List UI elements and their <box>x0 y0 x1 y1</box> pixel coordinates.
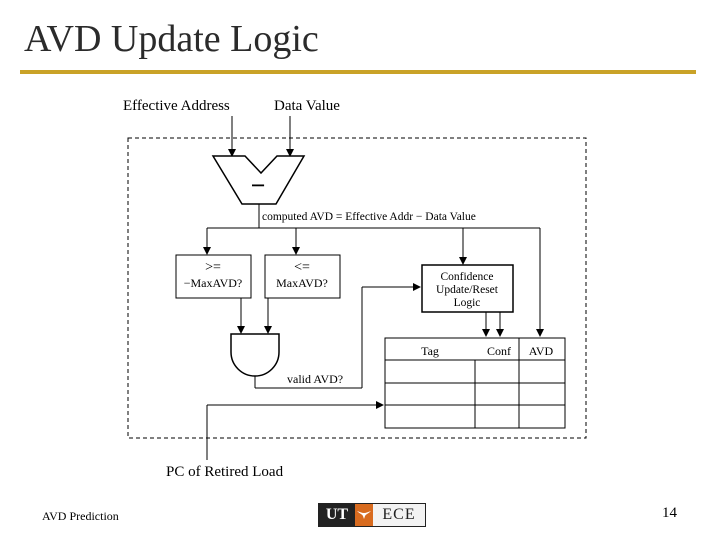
comparator-le-box <box>264 254 341 299</box>
longhorn-icon <box>355 504 373 526</box>
pc-retired-load-label: PC of Retired Load <box>166 464 284 480</box>
computed-avd-label: computed AVD = Effective Addr − Data Val… <box>262 211 476 223</box>
comparator-le-op: <= <box>294 260 310 275</box>
comparator-le-operand: MaxAVD? <box>276 276 328 290</box>
dashed-boundary <box>127 137 587 439</box>
ut-ece-logo: UT ECE <box>318 503 426 527</box>
table-col-tag: Tag <box>421 344 439 358</box>
subtractor-unit <box>211 155 306 205</box>
comparator-ge-box <box>175 254 252 299</box>
valid-avd-label: valid AVD? <box>287 372 343 386</box>
confidence-logic-box <box>421 264 514 313</box>
input-data-value: Data Value <box>274 98 340 114</box>
confidence-line2: Update/Reset <box>436 284 499 296</box>
confidence-line3: Logic <box>454 297 481 309</box>
confidence-line1: Confidence <box>440 271 493 283</box>
table-col-avd: AVD <box>529 344 554 358</box>
title-rule <box>20 70 696 74</box>
slide-title: AVD Update Logic <box>24 18 319 60</box>
input-effective-address: Effective Address <box>123 98 230 114</box>
subtractor-symbol: − <box>251 171 266 200</box>
logo-ece-text: ECE <box>373 504 425 526</box>
footer-left-label: AVD Prediction <box>42 509 119 523</box>
logo-ut-text: UT <box>319 504 355 526</box>
comparator-ge-operand: −MaxAVD? <box>184 276 243 290</box>
table-col-conf: Conf <box>487 344 511 358</box>
comparator-ge-op: >= <box>205 260 221 275</box>
page-number: 14 <box>662 505 677 521</box>
and-gate <box>230 333 280 377</box>
